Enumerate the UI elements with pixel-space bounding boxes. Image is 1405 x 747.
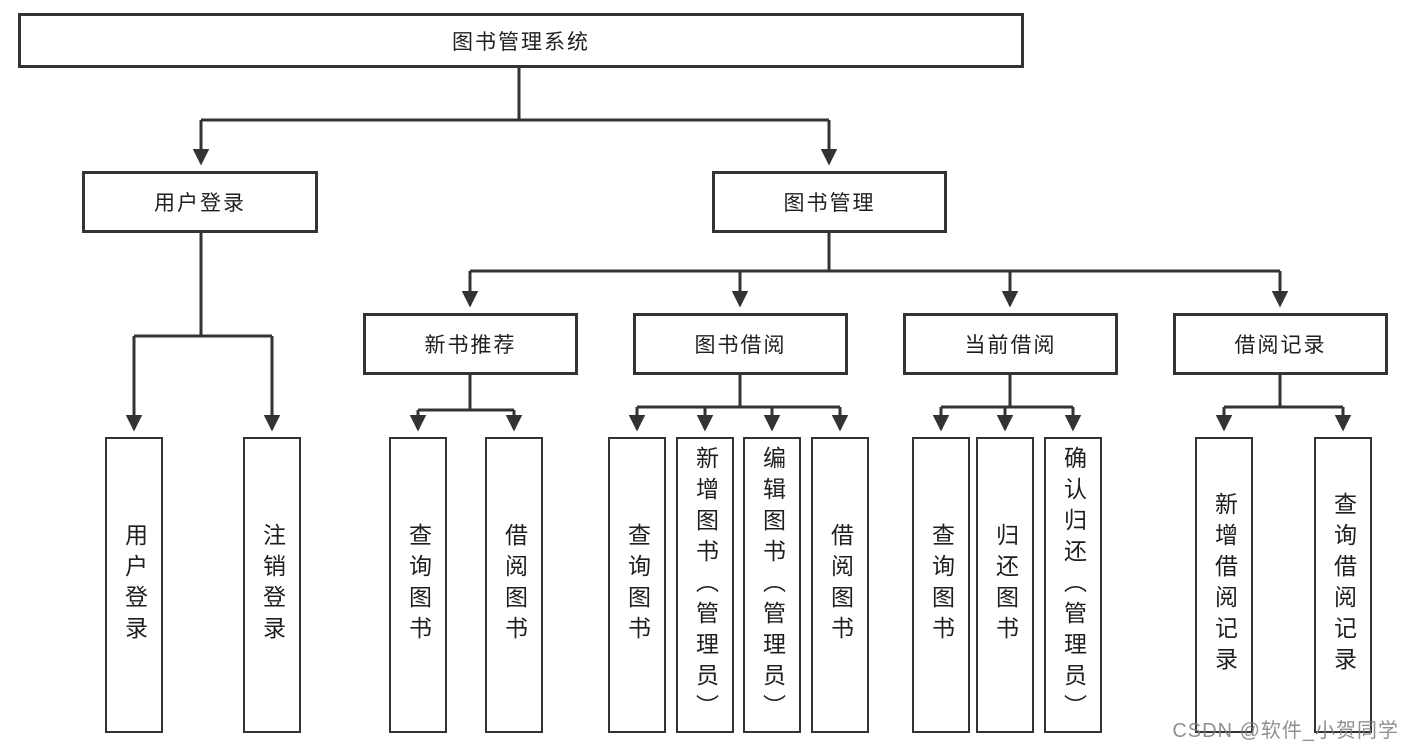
node-book-management-label: 图书管理	[783, 192, 876, 215]
leaf-borrowing-borrow-books-label: 借阅图书	[827, 523, 854, 647]
leaf-newbooks-borrow-books-label: 借阅图书	[501, 523, 528, 647]
leaf-current-return-books-label: 归还图书	[992, 523, 1019, 647]
leaf-records-add-record-label: 新增借阅记录	[1211, 492, 1238, 678]
leaf-logout: 注销登录	[243, 437, 301, 733]
node-root-system: 图书管理系统	[18, 13, 1024, 68]
leaf-newbooks-borrow-books: 借阅图书	[485, 437, 543, 733]
node-new-book-recommend: 新书推荐	[363, 313, 578, 375]
leaf-user-login: 用户登录	[105, 437, 163, 733]
leaf-records-query-record-label: 查询借阅记录	[1330, 492, 1357, 678]
node-borrow-records: 借阅记录	[1173, 313, 1388, 375]
leaf-borrowing-edit-books-admin: 编辑图书（管理员）	[743, 437, 801, 733]
leaf-borrowing-edit-books-admin-label: 编辑图书（管理员）	[759, 445, 786, 725]
node-book-management: 图书管理	[712, 171, 947, 233]
leaf-logout-label: 注销登录	[259, 523, 286, 647]
leaf-current-return-books: 归还图书	[976, 437, 1034, 733]
node-user-login-label: 用户登录	[154, 192, 246, 215]
node-borrow-records-label: 借阅记录	[1234, 334, 1327, 357]
node-current-borrowing: 当前借阅	[903, 313, 1118, 375]
csdn-watermark: CSDN @软件_小贺同学	[1172, 720, 1399, 742]
leaf-records-query-record: 查询借阅记录	[1314, 437, 1372, 733]
leaf-borrowing-add-books-admin-label: 新增图书（管理员）	[692, 445, 719, 725]
leaf-current-confirm-return-admin: 确认归还（管理员）	[1044, 437, 1102, 733]
leaf-newbooks-query-books-label: 查询图书	[405, 523, 432, 647]
node-book-borrowing: 图书借阅	[633, 313, 848, 375]
node-new-book-recommend-label: 新书推荐	[424, 334, 517, 357]
leaf-borrowing-query-books: 查询图书	[608, 437, 666, 733]
node-root-system-label: 图书管理系统	[452, 30, 590, 54]
leaf-user-login-label: 用户登录	[121, 523, 148, 647]
leaf-borrowing-borrow-books: 借阅图书	[811, 437, 869, 733]
leaf-newbooks-query-books: 查询图书	[389, 437, 447, 733]
leaf-current-query-books-label: 查询图书	[928, 523, 955, 647]
leaf-current-confirm-return-admin-label: 确认归还（管理员）	[1060, 445, 1087, 725]
leaf-borrowing-query-books-label: 查询图书	[624, 523, 651, 647]
node-current-borrowing-label: 当前借阅	[964, 334, 1057, 357]
node-book-borrowing-label: 图书借阅	[694, 334, 787, 357]
leaf-borrowing-add-books-admin: 新增图书（管理员）	[676, 437, 734, 733]
leaf-records-add-record: 新增借阅记录	[1195, 437, 1253, 733]
leaf-current-query-books: 查询图书	[912, 437, 970, 733]
node-user-login: 用户登录	[82, 171, 318, 233]
